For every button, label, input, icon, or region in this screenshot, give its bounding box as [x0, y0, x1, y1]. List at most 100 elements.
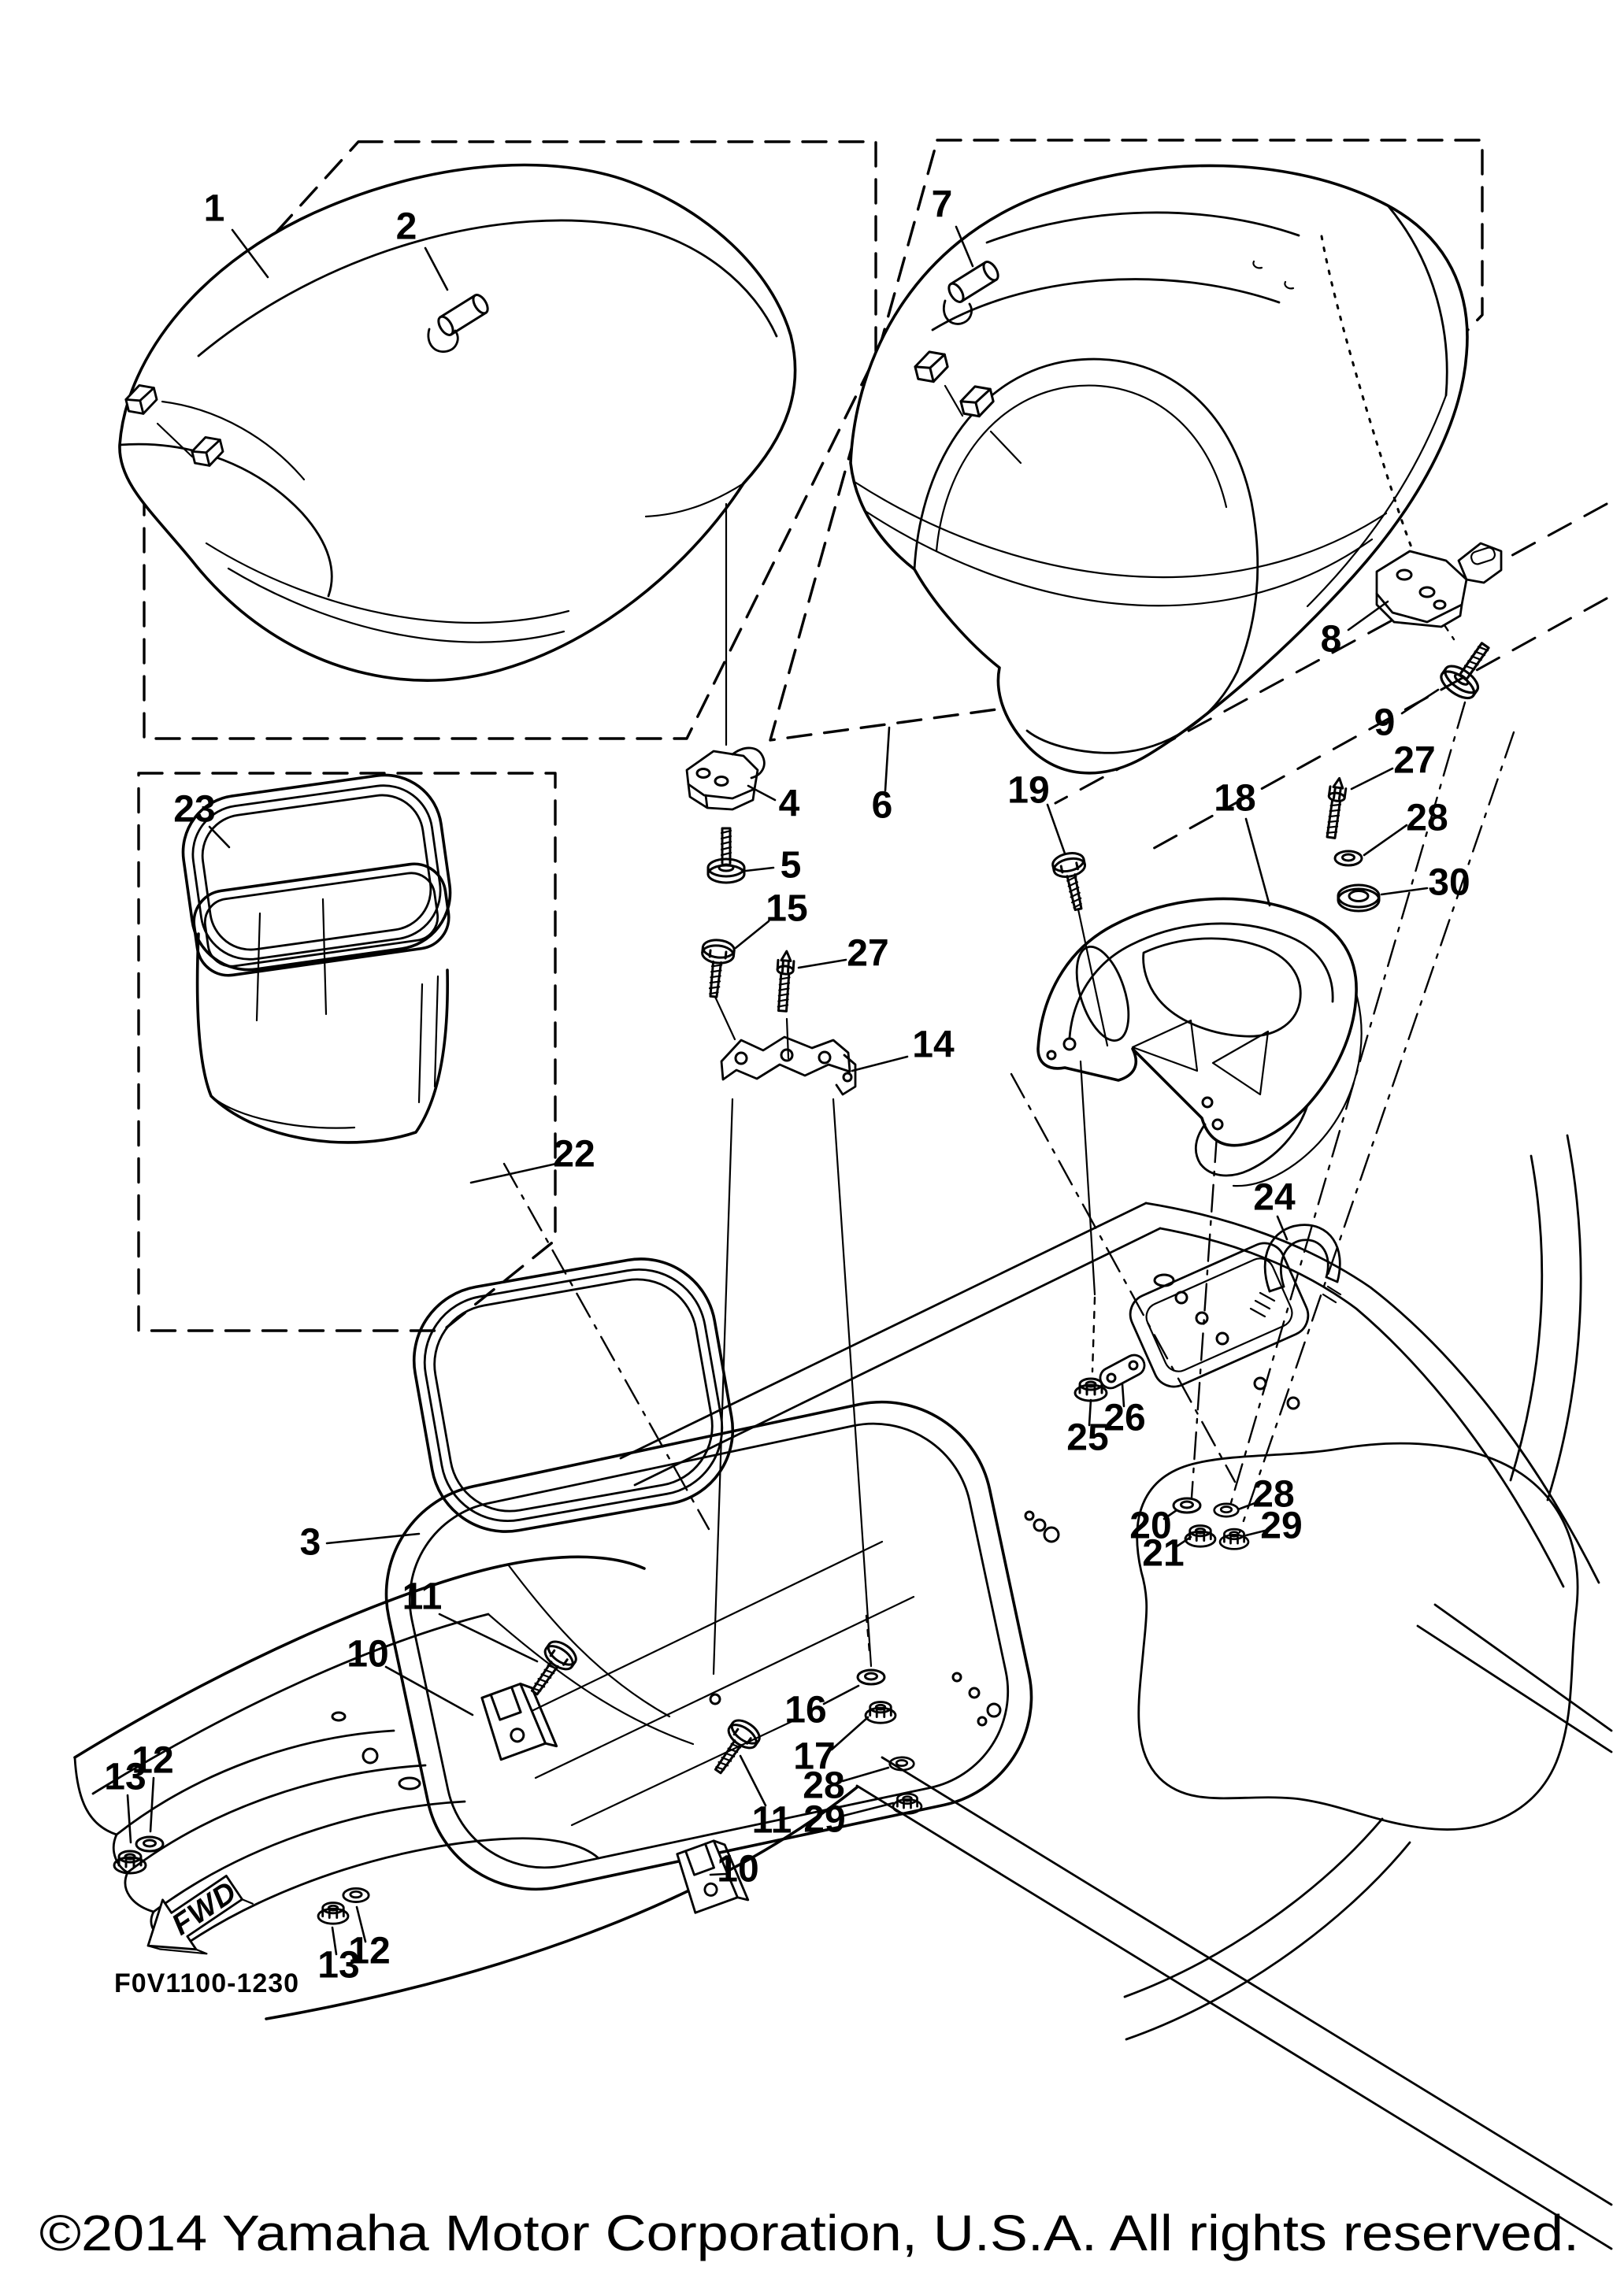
callout-13: 13	[317, 1945, 359, 1987]
damper-plate-26	[1099, 1354, 1146, 1390]
handle-stud-axis	[1079, 1060, 1096, 1296]
seat1-pin-clip	[427, 328, 459, 354]
bin-gasket-23	[181, 773, 452, 972]
callout-leader-15	[734, 920, 770, 950]
callout-leader-6	[884, 726, 891, 792]
callout-28: 28	[803, 1765, 844, 1807]
u-bolt-24	[1249, 1224, 1342, 1318]
washer-28-inset	[1213, 1502, 1240, 1518]
bolt-15	[696, 937, 736, 1000]
hatch-gasket-3	[412, 1257, 735, 1533]
callout-11: 11	[752, 1800, 792, 1842]
callout-leader-22	[469, 1162, 558, 1184]
nut-17	[864, 1701, 897, 1724]
callout-leader-13	[331, 1926, 338, 1956]
callout-20: 20	[1129, 1505, 1171, 1547]
callout-leader-29	[842, 1802, 895, 1817]
bolt-15-axis	[714, 995, 736, 1041]
nut-29-mid	[892, 1792, 923, 1815]
seat-lock-bracket-8	[1375, 542, 1503, 628]
deck-opening-inner-rim	[408, 1422, 1010, 1869]
callout-22: 22	[553, 1134, 595, 1176]
assembly-axis-lines	[502, 701, 1515, 1676]
storage-bin-22	[192, 862, 451, 1144]
figure-code: F0V1100-1230	[114, 1968, 299, 1998]
callout-18: 18	[1214, 778, 1255, 820]
callout-11: 11	[402, 1576, 443, 1618]
callout-leader-24	[1276, 1215, 1289, 1241]
bracket8-axis-stub	[1443, 624, 1455, 641]
callout-19: 19	[1007, 770, 1049, 812]
screw-9	[1435, 633, 1503, 705]
callout-21: 21	[1142, 1533, 1184, 1575]
stud-27-left	[773, 949, 796, 1013]
bracket-10-left	[477, 1678, 558, 1767]
callout-9: 9	[1374, 702, 1396, 744]
callout-16: 16	[784, 1690, 826, 1731]
callout-leader-19	[1046, 803, 1066, 855]
callout-leader-16	[822, 1684, 860, 1705]
callout-25: 25	[1066, 1417, 1108, 1459]
callout-4: 4	[779, 783, 800, 825]
callout-leader-10	[709, 1872, 727, 1876]
washer-12-right	[342, 1887, 370, 1903]
callout-leader-27	[797, 958, 847, 969]
callout-leader-3	[325, 1532, 421, 1545]
callout-leader-1	[231, 228, 269, 279]
callout-leader-29	[1244, 1529, 1266, 1537]
callout-leader-28	[1363, 824, 1408, 857]
stud-27-right	[1322, 776, 1348, 840]
callout-leader-7	[955, 225, 974, 268]
washer-16	[856, 1668, 886, 1686]
seat-lock-bracket-4	[685, 746, 766, 811]
callout-leader-5	[744, 866, 775, 872]
callout-10: 10	[717, 1849, 758, 1890]
callout-leader-14	[851, 1055, 909, 1072]
nut-21	[1184, 1524, 1217, 1548]
callout-leader-2	[424, 246, 449, 291]
callout-30: 30	[1428, 862, 1470, 904]
dashed-box-storage-bin	[137, 772, 557, 1332]
stud-27-axis	[785, 1017, 790, 1060]
callout-28: 28	[1406, 798, 1448, 839]
callout-29: 29	[1260, 1505, 1302, 1547]
callout-29: 29	[803, 1799, 845, 1841]
callout-7: 7	[932, 184, 953, 226]
callout-leader-27	[1350, 767, 1394, 791]
callout-leader-11	[438, 1613, 539, 1663]
callout-28: 28	[1252, 1474, 1294, 1516]
seat6-pin-clip	[943, 299, 973, 325]
seat-cushion-6	[849, 164, 1469, 775]
callout-leader-21	[1175, 1535, 1192, 1548]
callout-leader-23	[208, 825, 231, 849]
callout-3: 3	[300, 1522, 321, 1564]
callout-6: 6	[872, 785, 893, 827]
deck-opening-outer-rim	[384, 1400, 1033, 1891]
callout-13: 13	[104, 1757, 146, 1798]
callout-12: 12	[348, 1931, 390, 1972]
callout-17: 17	[793, 1736, 835, 1778]
callout-leader-12	[355, 1905, 367, 1943]
callout-leader-28	[1237, 1501, 1259, 1511]
callout-26: 26	[1103, 1398, 1145, 1439]
callout-leader-30	[1380, 887, 1429, 896]
callout-leader-17	[830, 1716, 870, 1751]
callout-12: 12	[132, 1740, 173, 1782]
ghost-deck-lines	[1054, 502, 1608, 852]
hull-deck	[73, 1134, 1613, 2250]
callout-2: 2	[396, 206, 417, 248]
callout-10: 10	[347, 1634, 388, 1676]
callout-15: 15	[766, 888, 807, 930]
callout-leader-12	[149, 1776, 155, 1833]
dashed-box-seat-assembly-1	[143, 140, 877, 740]
callout-5: 5	[781, 845, 802, 887]
washer-28-right	[1333, 850, 1363, 867]
callout-leader-26	[1121, 1383, 1125, 1408]
callout-23: 23	[173, 789, 215, 831]
callout-leader-25	[1088, 1398, 1092, 1427]
washer-12-left	[135, 1835, 165, 1853]
callout-leader-28	[841, 1766, 890, 1783]
